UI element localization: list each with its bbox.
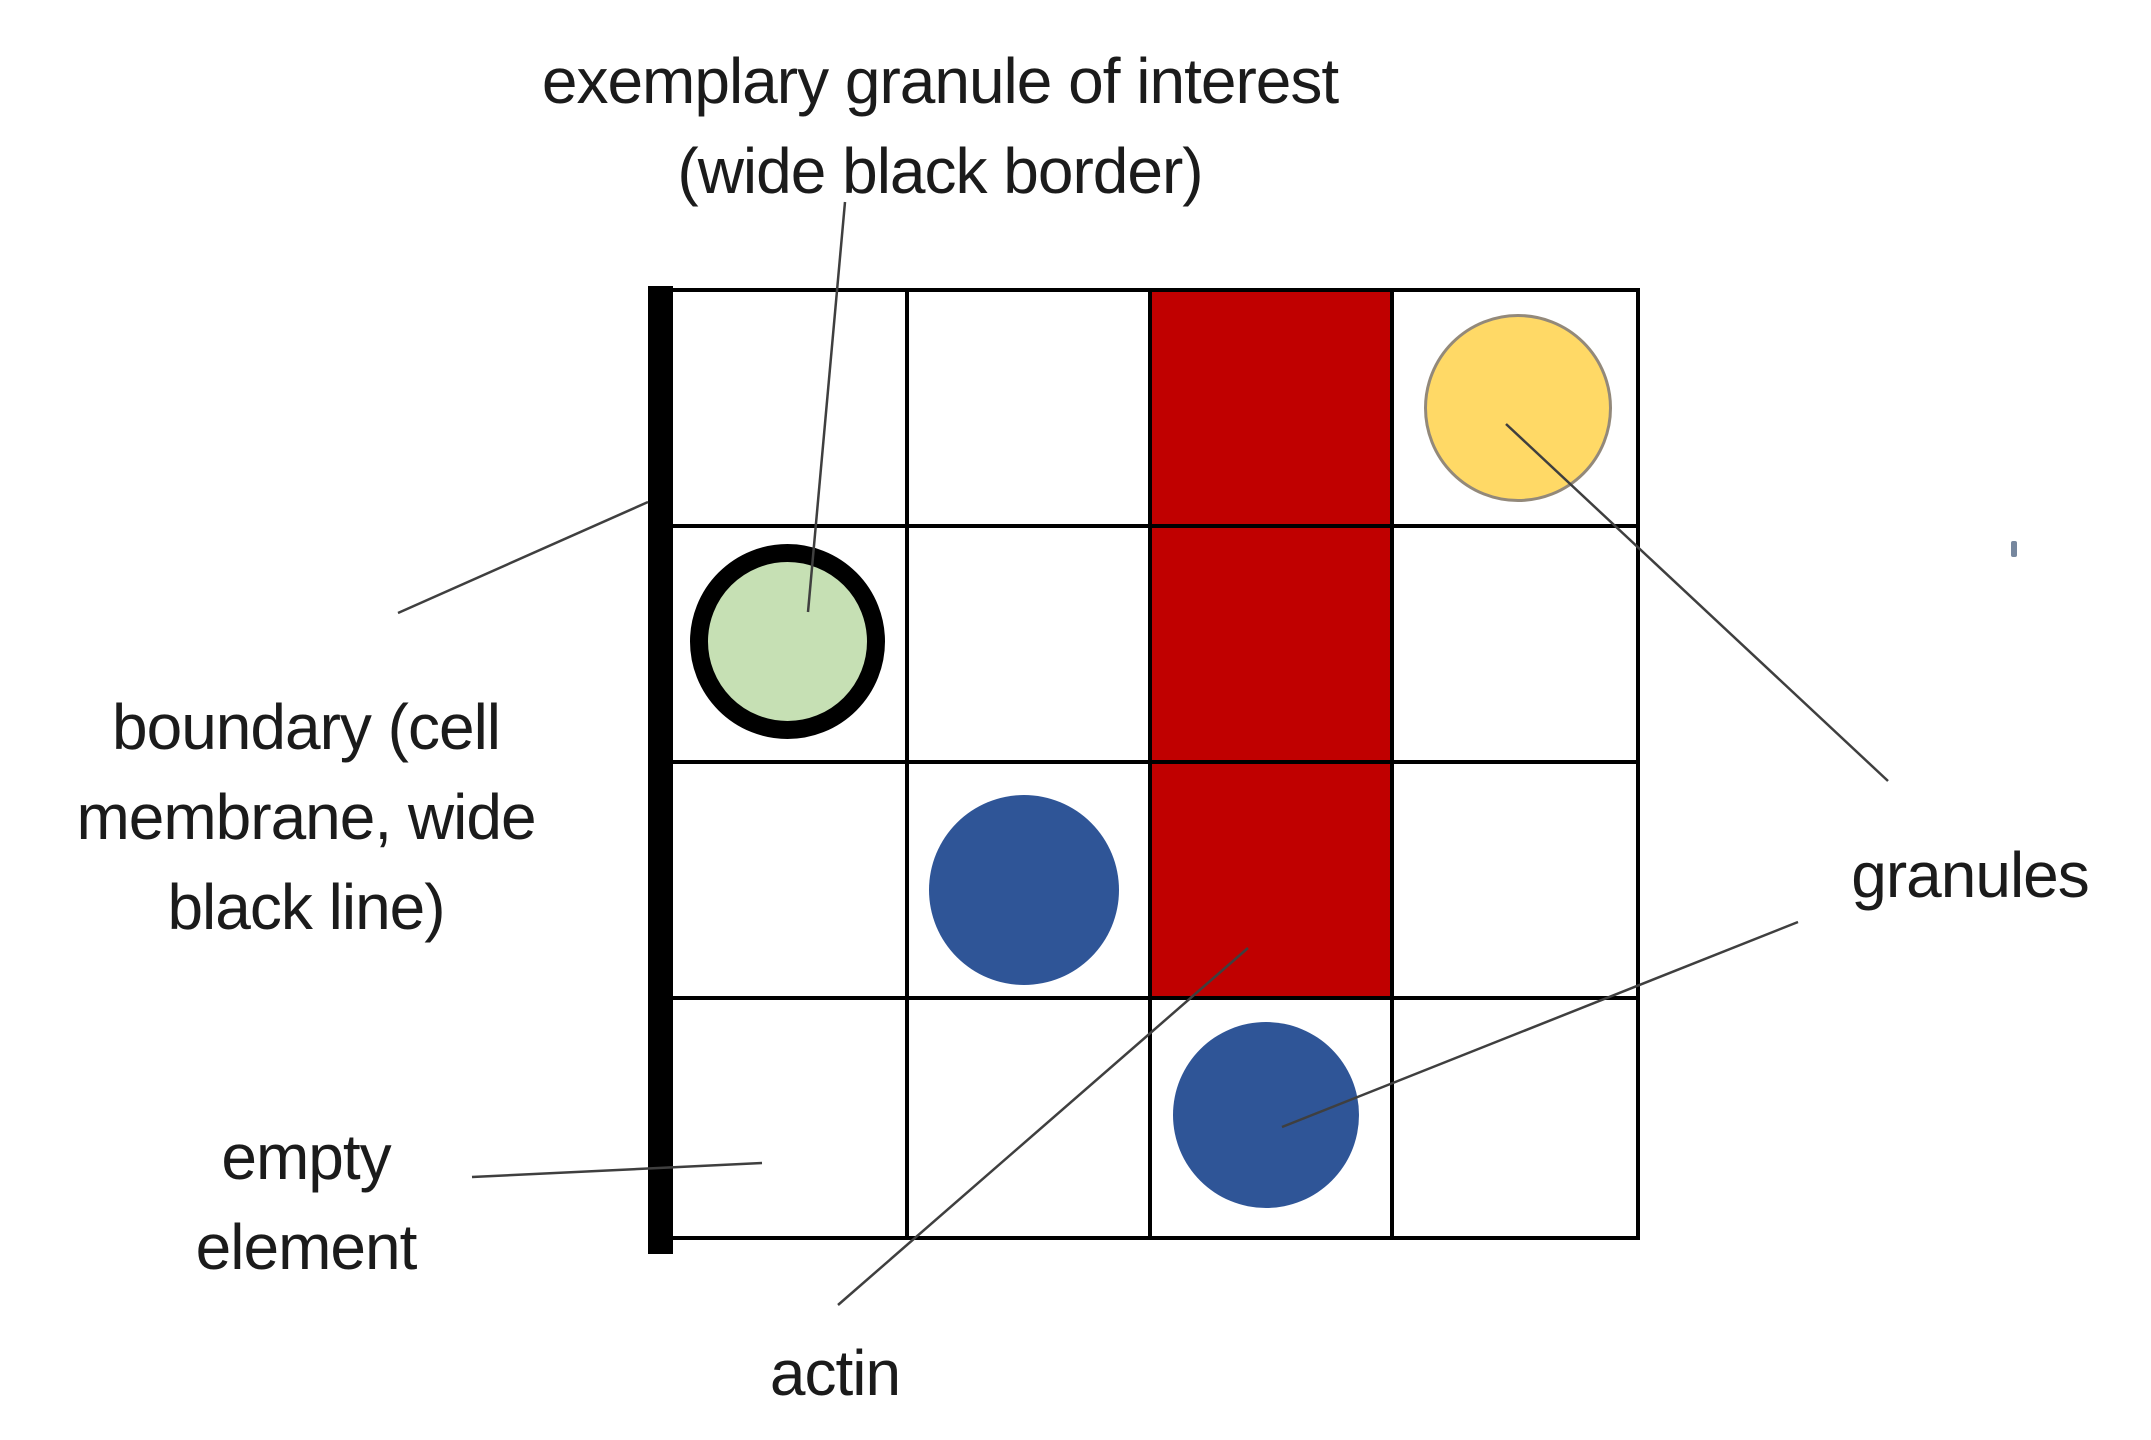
title-granule-of-interest: exemplary granule of interest (wide blac… [390, 36, 1490, 216]
grid-cell-r3c3-actin [1151, 764, 1394, 1000]
grid-cell-r2c2-empty [909, 528, 1152, 764]
label-empty-element: empty element [6, 1112, 606, 1292]
leader-boundary-to-membrane [397, 500, 649, 615]
boundary-line-2: membrane, wide [76, 781, 536, 853]
grid-cell-r4c4-empty [1393, 1000, 1636, 1236]
label-granules: granules [1851, 839, 2090, 911]
grid-cell-r1c3-actin [1151, 292, 1394, 528]
boundary-line-1: boundary (cell [112, 691, 501, 763]
label-boundary: boundary (cell membrane, wide black line… [6, 682, 606, 952]
stray-tick-mark [2011, 541, 2017, 557]
grid-cell-r2c3-actin [1151, 528, 1394, 764]
grid-cell-r1c2-empty [909, 292, 1152, 528]
grid-cell-r2c4-empty [1393, 528, 1636, 764]
grid-cell-r4c1-empty [667, 1000, 910, 1236]
granule-yellow-circle [1424, 314, 1612, 502]
granule-blue-circle-2 [1173, 1022, 1359, 1208]
granule-blue-circle-1 [929, 795, 1119, 985]
cell-membrane-boundary-line [648, 286, 673, 1254]
empty-element-line-2: element [195, 1211, 418, 1283]
title-line-1: exemplary granule of interest [541, 45, 1339, 117]
title-line-2: (wide black border) [677, 135, 1203, 207]
granule-of-interest-circle [690, 544, 885, 739]
empty-element-line-1: empty [221, 1121, 391, 1193]
grid-cell-r4c2-empty [909, 1000, 1152, 1236]
boundary-line-3: black line) [167, 871, 445, 943]
grid-cell-r1c1-empty [667, 292, 910, 528]
grid-cell-r3c1-empty [667, 764, 910, 1000]
label-actin: actin [769, 1337, 901, 1409]
grid-cell-r3c4-empty [1393, 764, 1636, 1000]
